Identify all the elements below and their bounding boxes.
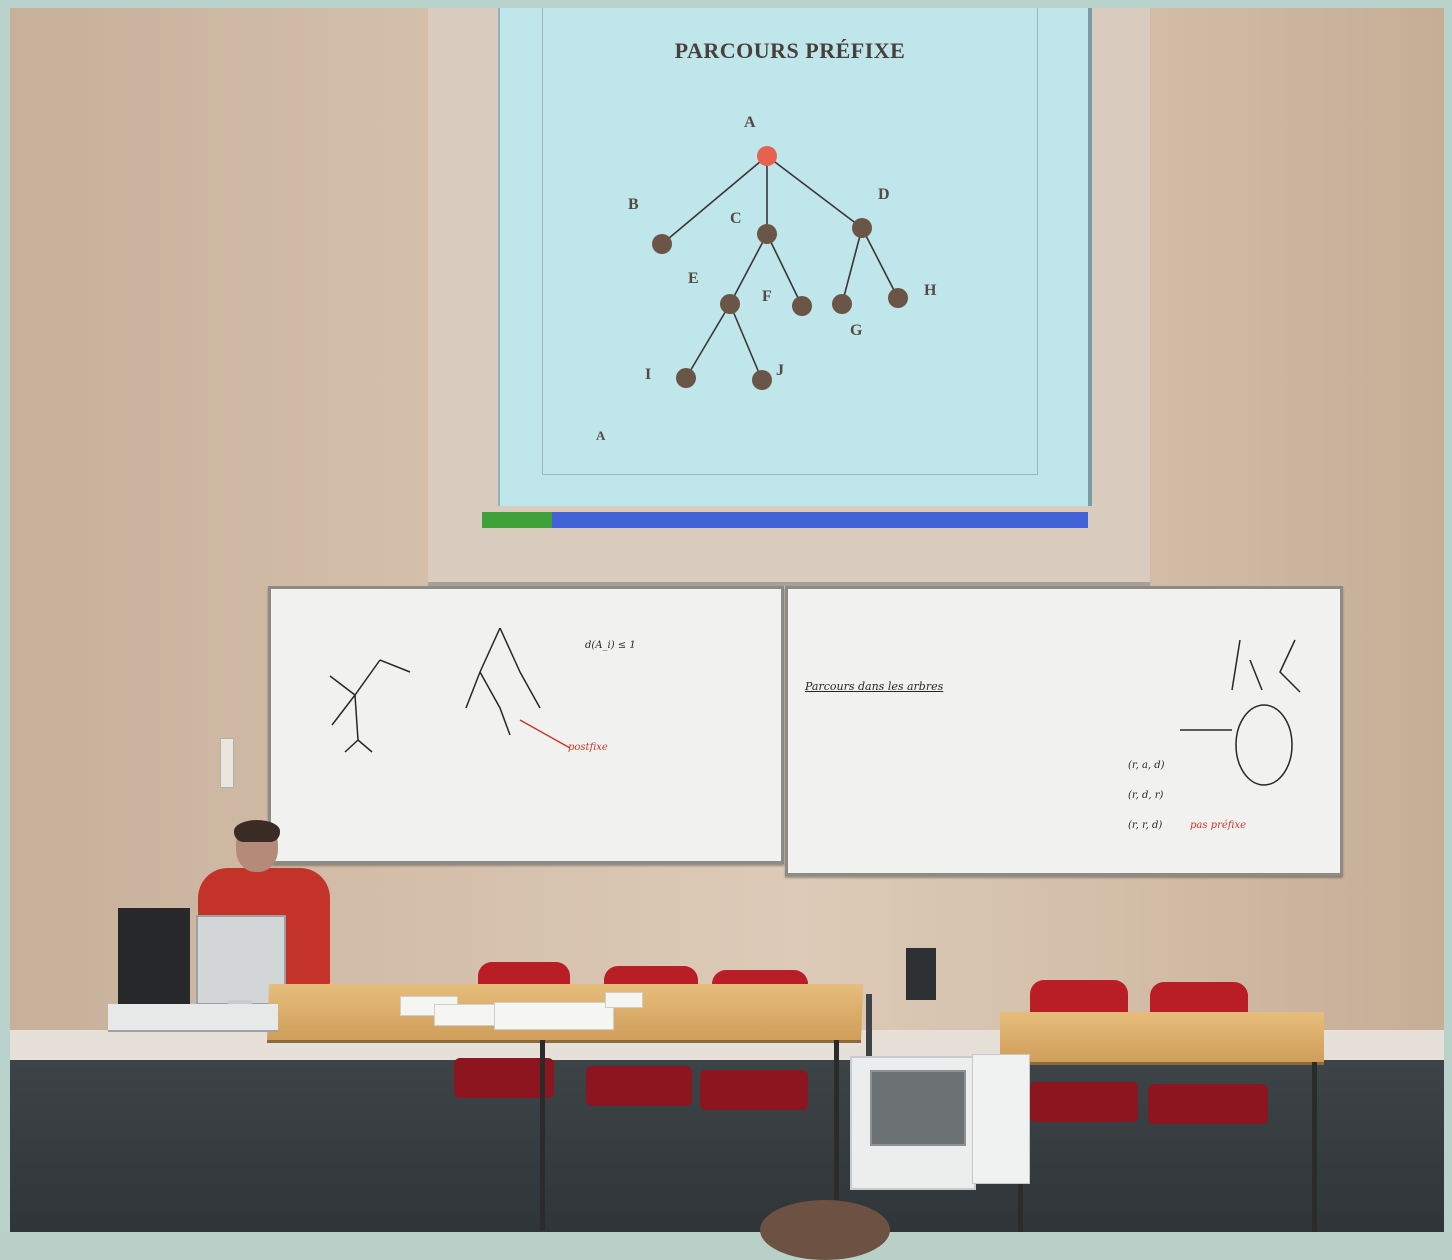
tree-node-b xyxy=(652,234,672,254)
tree-node-i xyxy=(676,368,696,388)
paper-sheet xyxy=(605,992,643,1008)
tree-node-e xyxy=(720,294,740,314)
whiteboard-right-row-3: (r, r, d) xyxy=(1128,820,1163,831)
tree-node-c xyxy=(757,224,777,244)
overhead-projector-head xyxy=(906,948,936,1000)
projected-slide xyxy=(498,8,1092,506)
tree-node-a xyxy=(757,146,777,166)
tree-edge-c-f xyxy=(766,233,803,307)
table-leg xyxy=(540,1040,545,1230)
whiteboard-right-row-1: (r, a, d) xyxy=(1128,760,1165,771)
small-side-table xyxy=(972,1054,1030,1184)
whiteboard-left-red-note: postfixe xyxy=(568,742,608,753)
node-label-d: D xyxy=(878,186,890,203)
node-label-b: B xyxy=(628,196,639,213)
node-label-i: I xyxy=(645,366,652,383)
whiteboard-right xyxy=(785,586,1343,876)
photo-border-left xyxy=(0,0,10,1232)
table-leg xyxy=(1312,1062,1317,1232)
slide-footer-label: A xyxy=(596,428,606,443)
tree-edge-d-h xyxy=(861,227,899,299)
chair-seat xyxy=(700,1070,808,1110)
computer-cart xyxy=(108,1004,278,1032)
overhead-projector xyxy=(870,1070,966,1146)
paper-stack xyxy=(494,1002,614,1030)
start-button xyxy=(482,512,552,528)
whiteboard-left-formula: d(A_i) ≤ 1 xyxy=(585,640,636,651)
tree-nodes xyxy=(652,146,908,390)
node-label-j: J xyxy=(776,362,784,379)
whiteboard-right-row-2: (r, d, r) xyxy=(1128,790,1164,801)
chair-seat xyxy=(1030,1082,1138,1122)
tree-node-f xyxy=(792,296,812,316)
tree-edges xyxy=(661,155,899,381)
whiteboard-right-red-note: pas préfixe xyxy=(1190,820,1247,831)
tree-edge-c-e xyxy=(729,233,768,305)
chair-seat xyxy=(586,1066,692,1106)
tree-edge-d-g xyxy=(841,227,863,305)
paper-sheet xyxy=(434,1004,496,1026)
lecturer-hair xyxy=(234,820,280,842)
slide-title: PARCOURS PRÉFIXE xyxy=(674,38,906,63)
tree-edge-e-j xyxy=(729,303,763,381)
chair-seat xyxy=(1148,1084,1268,1124)
tree-diagram xyxy=(652,146,908,390)
tree-edge-e-i xyxy=(685,303,731,379)
node-label-h: H xyxy=(924,282,937,299)
node-label-f: F xyxy=(762,288,772,305)
photo-border-top xyxy=(0,0,1452,8)
light-switch xyxy=(220,738,234,788)
whiteboard-right-heading: Parcours dans les arbres xyxy=(805,680,944,693)
windows-taskbar xyxy=(482,512,1088,528)
node-label-g: G xyxy=(850,322,863,339)
photo-border-right xyxy=(1444,0,1452,1232)
chair-seat xyxy=(454,1058,554,1098)
tree-node-d xyxy=(852,218,872,238)
tree-edge-a-d xyxy=(766,155,863,229)
tree-node-g xyxy=(832,294,852,314)
slide-content-frame xyxy=(542,8,1038,475)
overhead-projector-arm xyxy=(866,994,872,1064)
node-label-e: E xyxy=(688,270,699,287)
tree-edge-a-b xyxy=(661,155,768,245)
whiteboard-sketches xyxy=(329,627,1301,786)
node-label-c: C xyxy=(730,210,742,227)
node-label-a: A xyxy=(744,114,756,131)
tree-node-h xyxy=(888,288,908,308)
chair-back xyxy=(1030,980,1128,1016)
tree-node-j xyxy=(752,370,772,390)
audience-head xyxy=(760,1200,890,1260)
table-leg xyxy=(834,1040,839,1200)
whiteboard-left xyxy=(268,586,784,864)
side-desk xyxy=(1000,1012,1324,1065)
